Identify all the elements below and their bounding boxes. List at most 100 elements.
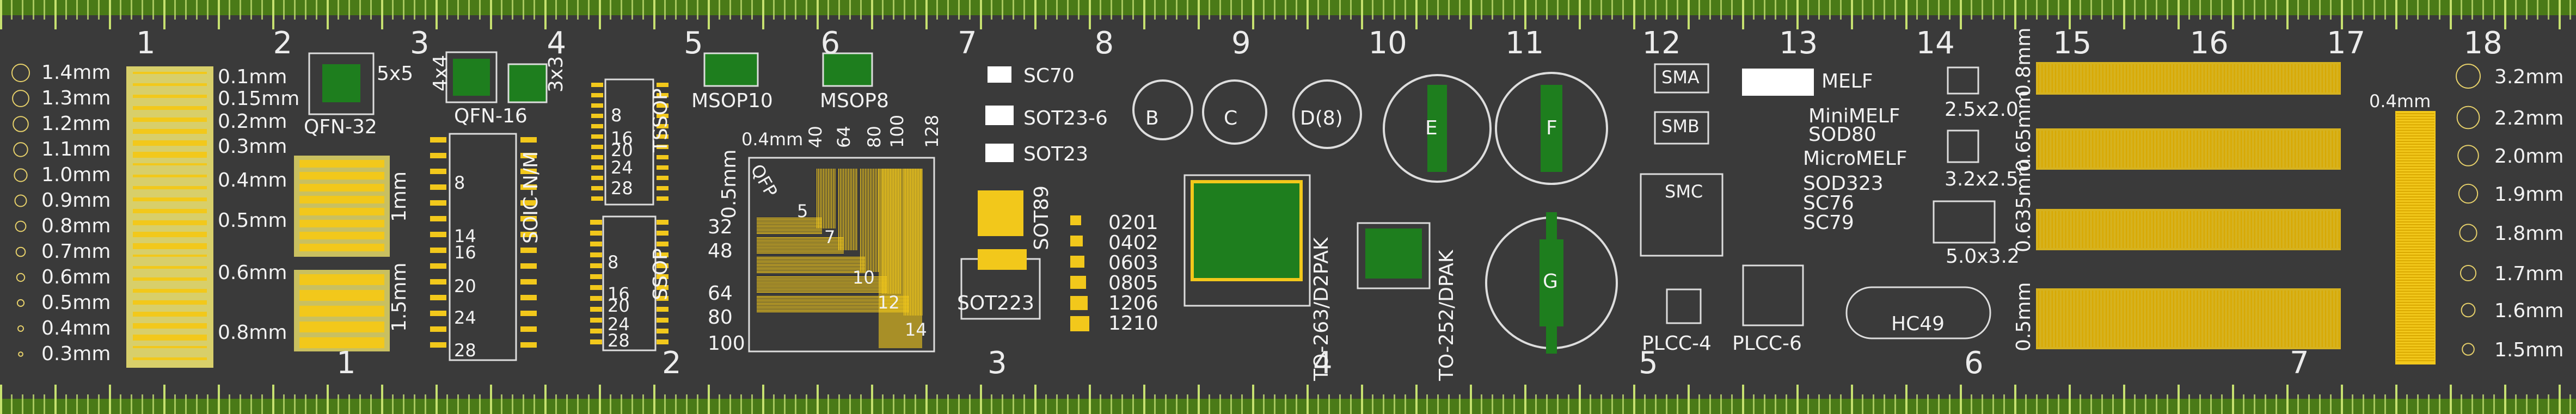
header-pin [2112,211,2114,248]
header-pin [2210,131,2212,168]
header-pin [2160,211,2161,248]
header-pin [2149,64,2151,92]
ruler-number-top: 1 [136,26,156,61]
right-pin [2396,285,2434,287]
qfp-pad [821,169,823,228]
ssop-pin [590,329,602,333]
hole-size-label: 0.3mm [41,343,111,365]
ruler-number-top: 5 [684,26,703,61]
header-pin [2325,211,2326,248]
header-pin [2045,131,2046,168]
trace-panel [126,66,213,368]
ruler-number-top: 3 [410,26,430,61]
electrolytic-cap [1292,79,1362,149]
qfp-pad [757,228,822,230]
sc79-label: SC79 [1803,212,1854,234]
header-pin [2143,291,2144,347]
header-pin [2112,64,2114,92]
ruler-number-bottom: 1 [336,345,356,381]
header-pin [2126,131,2127,168]
right-pin [2396,360,2434,361]
sma-outline [1654,63,1709,94]
header-pin [2301,211,2303,248]
header-pin [2166,64,2168,92]
header-pin [2311,211,2313,248]
electrolytic-cap [1132,79,1193,140]
ruler-number-top: 8 [1094,26,1114,61]
header-pin [2085,131,2087,168]
right-pin [2396,221,2434,223]
drill-hole [12,90,29,107]
qfp-pad [757,268,866,269]
ruler-number-bottom: 6 [1964,345,1984,381]
qfp-pad [757,300,909,301]
header-pin [2237,291,2238,347]
right-pin [2396,282,2434,284]
header-pin [2072,64,2073,92]
qfp-pad [757,283,887,285]
header-pin [2287,131,2289,168]
soic-pin [430,137,446,143]
right-pin [2396,313,2434,314]
ssop-pin [590,274,602,279]
right-pin [2396,215,2434,217]
sod323-label: SOD323 [1803,172,1884,195]
drill-hole [11,64,30,82]
header-pin [2338,131,2340,168]
soic-pin [520,184,537,190]
header-pin [2136,211,2137,248]
drill-hole [13,142,28,157]
header-pin [2092,211,2094,248]
tssop-pin [591,83,603,87]
sot89-label: SOT89 [1031,186,1053,250]
trace-line [133,175,207,177]
right-pin [2396,280,2434,281]
header-pin [2193,131,2195,168]
right-hole [2458,183,2479,204]
header-pin [2166,291,2168,347]
qfp-pad [757,219,822,220]
qfp-pad [876,169,878,272]
soic-pin [430,279,446,285]
header-pin [2085,211,2087,248]
header-pin [2041,291,2043,347]
trace-line [133,129,207,134]
passive-label: 0603 [1108,252,1158,274]
sot89-tab [978,190,1023,236]
header-pin [2200,64,2201,92]
right-hole [2456,106,2480,129]
ssop-pin [590,285,602,290]
header-pin [2058,64,2060,92]
header-strip [2036,288,2341,349]
right-pin [2396,149,2434,151]
ruler-number-top: 13 [1779,26,1818,61]
header-pin [2143,211,2144,248]
header-pin [2237,131,2238,168]
soic-pin [520,232,537,237]
header-pin [2126,64,2127,92]
header-pin [2095,291,2097,347]
right-scale-label: 1.8mm [2494,223,2564,245]
header-pin [2048,131,2050,168]
header-pin [2115,211,2117,248]
tssop-pin [657,155,668,159]
right-pin [2396,238,2434,239]
ssop-pin [590,231,602,236]
cap-e-label: E [1425,117,1438,139]
header-pin [2321,211,2323,248]
qfp-pad [757,307,909,308]
right-pin [2396,171,2434,173]
soic-pin [520,263,537,269]
trace-line [133,289,207,293]
right-scale-label: 2.0mm [2494,145,2564,168]
qfp-pad [757,261,866,262]
header-pin [2284,291,2286,347]
header-pin [2278,211,2279,248]
pad-1mm [299,232,384,239]
soic-pin [520,153,537,158]
header-pin [2149,211,2151,248]
ssop-pin-count: 24 [608,314,630,335]
header-pin [2102,291,2103,347]
header-pin [2335,211,2336,248]
tssop-pin-count: 24 [611,157,633,178]
